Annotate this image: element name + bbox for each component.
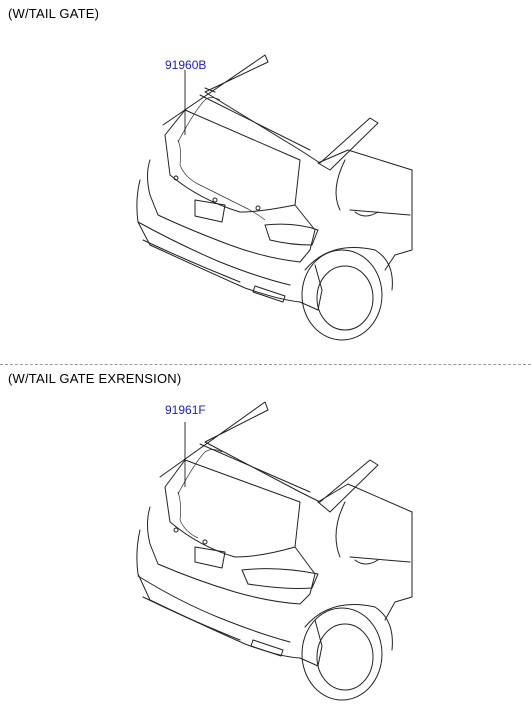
- section-title-tail-gate: (W/TAIL GATE): [8, 6, 100, 21]
- part-label-91961f[interactable]: 91961F: [165, 403, 206, 417]
- rear-wheel: [301, 247, 393, 341]
- part-label-91960b[interactable]: 91960B: [165, 58, 207, 72]
- section-divider: [0, 364, 531, 365]
- wiring-harness-91961f: [173, 449, 223, 545]
- section-title-tail-gate-extension: (W/TAIL GATE EXRENSION): [8, 371, 182, 386]
- car-body-outline: [136, 54, 413, 311]
- rear-wheel: [301, 604, 393, 701]
- car-rear-diagram-tail-gate-extension: [136, 401, 413, 701]
- wiring-harness-91960b: [173, 97, 266, 221]
- car-rear-diagram-tail-gate: [136, 54, 413, 341]
- car-body-outline: [136, 401, 413, 667]
